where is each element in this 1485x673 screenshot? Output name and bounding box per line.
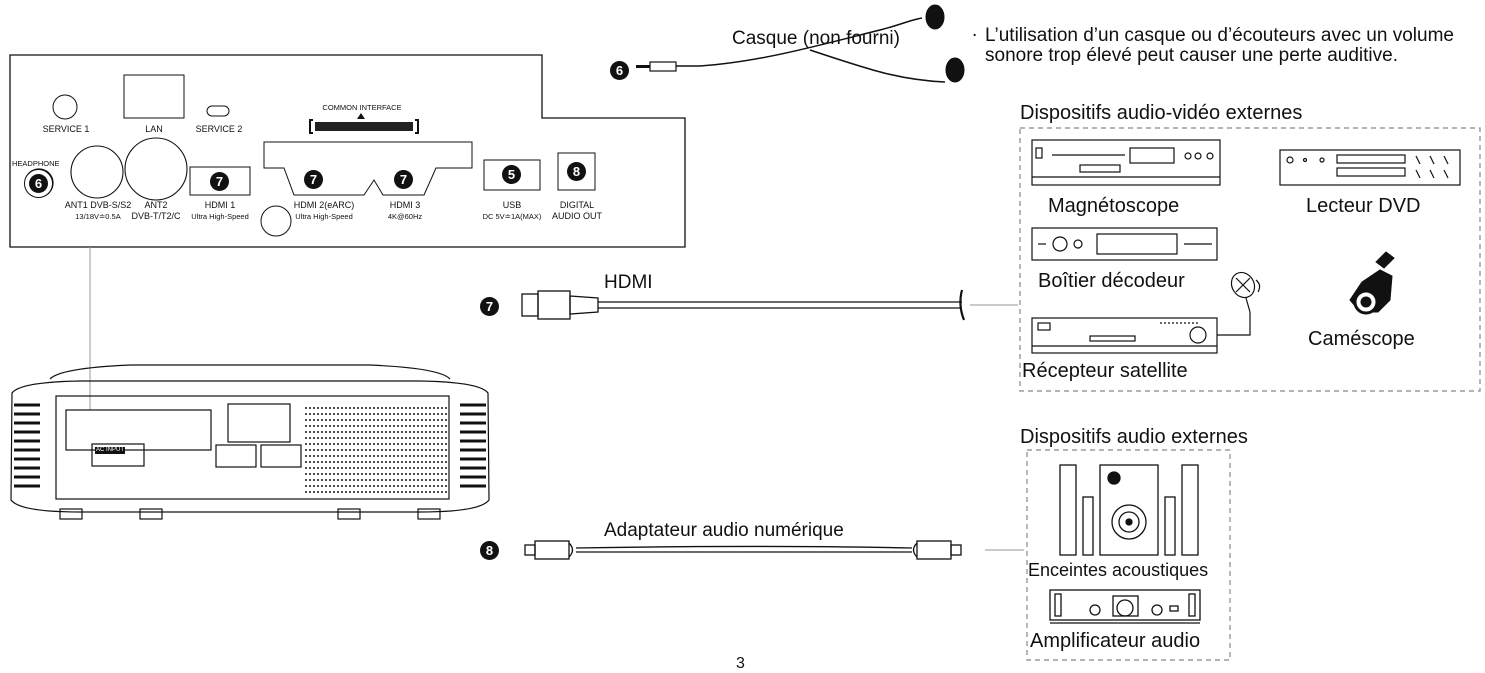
hdmi1-port [189,166,251,196]
projector-grille [305,407,448,493]
page-number: 3 [736,655,745,672]
amplifier-icon [1049,589,1201,624]
hdmi-cable-label: HDMI [604,272,653,293]
headphone-cable [636,4,965,83]
ant2-port [124,137,188,201]
ci-arrow-icon [357,113,365,119]
service2-port [206,105,230,117]
cam-label: Caméscope [1308,328,1415,350]
headphones-label: Casque (non fourni) [732,28,900,49]
service2-label: SERVICE 2 [195,124,243,134]
projector-body [10,364,490,520]
hdmi2-label: HDMI 2(eARC) [293,200,355,210]
ant2-label: ANT2 [144,200,168,210]
hdmi3-label: HDMI 3 [389,200,421,210]
amp-label: Amplificateur audio [1030,630,1201,652]
speakers-icon [1059,464,1199,556]
warning-text: L’utilisation d’un casque ou d’écouteurs… [985,25,1454,66]
warning-bullet: . [972,20,978,41]
headphone-cable-badge: 6 [610,61,629,80]
speakers-label: Enceintes acoustiques [1028,560,1209,580]
lan-port [123,74,185,119]
vcr-label: Magnétoscope [1048,195,1180,217]
satellite-dish-icon [1217,271,1261,336]
camcorder-icon [1349,251,1395,315]
ci-slot [315,122,413,131]
audio-devices-title: Dispositifs audio externes [1020,426,1248,448]
headphone-port-label: HEADPHONE [12,159,60,168]
optical-cable-label: Adaptateur audio numérique [604,520,844,541]
hdmi2-sublabel: Ultra High-Speed [295,212,353,221]
service1-port [52,94,78,120]
optical-cable [524,540,962,560]
common-interface-label: COMMON INTERFACE [322,103,402,112]
ant1-label: ANT1 DVB-S/S2 [64,200,132,210]
usb-label: USB [502,200,522,210]
vcr-icon [1031,139,1221,186]
headphone-badge: 6 [29,174,48,193]
sat-receiver-icon [1031,317,1218,354]
audio-devices-box [1026,449,1231,661]
dvd-icon [1279,149,1461,186]
usb-sublabel: DC 5V≐1A(MAX) [482,212,542,221]
optical-port [557,152,596,191]
ant1-port [70,145,124,199]
ac-input-label-bg [95,447,125,454]
av-devices-title: Dispositifs audio-vidéo externes [1020,102,1303,124]
rear-panel-outline [9,54,686,248]
usb-badge: 5 [502,165,521,184]
panel-hole [260,205,292,237]
optical-badge: 8 [567,162,586,181]
projector-vents [14,403,486,488]
dvd-label: Lecteur DVD [1306,195,1421,217]
hdmi2-badge: 7 [304,170,323,189]
ac-input-label: AC INPUT [95,447,124,453]
optical-cable-badge: 8 [480,541,499,560]
stb-icon [1031,227,1218,261]
av-devices-box [1019,127,1481,392]
hdmi1-sublabel: Ultra High-Speed [191,212,249,221]
hdmi2-hdmi3-housing [263,141,473,196]
digital-sublabel: AUDIO OUT [551,211,602,221]
hdmi3-sublabel: 4K@60Hz [387,212,423,221]
hdmi3-badge: 7 [394,170,413,189]
hdmi-cable-badge: 7 [480,297,499,316]
digital-label: DIGITAL [559,200,595,210]
ci-slot-bracket [309,119,419,134]
ant2-sublabel: DVB-T/T2/C [131,211,181,221]
usb-port [483,159,541,191]
sat-label: Récepteur satellite [1022,360,1188,382]
ant1-sublabel: 13/18V≐0.5A [75,212,121,221]
lan-label: LAN [145,124,163,134]
hdmi1-badge: 7 [210,172,229,191]
hdmi1-label: HDMI 1 [204,200,236,210]
stb-label: Boîtier décodeur [1038,270,1185,292]
service1-label: SERVICE 1 [42,124,90,134]
hdmi-cable [521,289,966,321]
